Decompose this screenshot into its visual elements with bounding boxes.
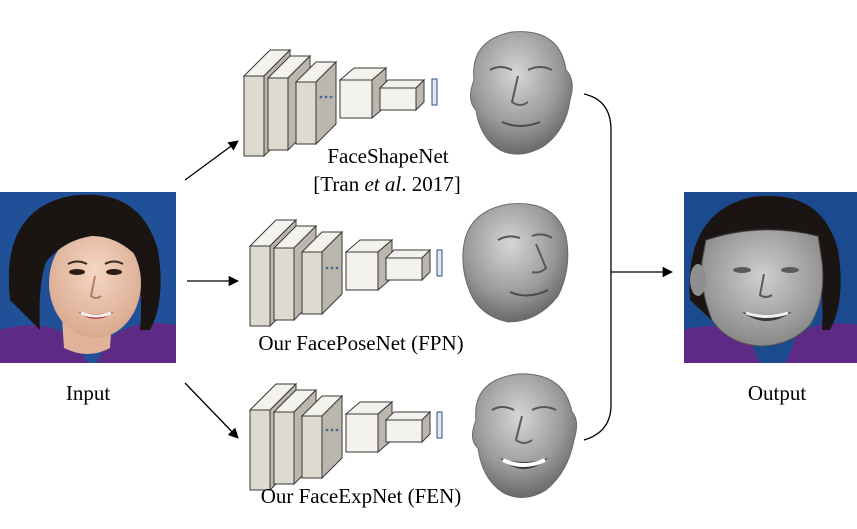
output-face-render [684,192,857,363]
cnn-ellipsis-dots [325,428,339,432]
cnn-ellipsis-dots [325,266,339,270]
cnn-conv-block [384,248,432,282]
neutral-3d-face-mesh [470,31,573,155]
arrow-input-to-shape [184,140,239,181]
arrow-input-to-expression [184,382,239,439]
face-shape-net-citation: [Tran et al. 2017] [292,172,482,196]
cnn-conv-block [344,238,394,292]
cnn-conv-block [344,400,394,454]
cnn-conv-layer [300,230,344,316]
cnn-conv-block [378,78,426,112]
cnn-fc-layer [431,78,438,106]
input-label: Input [65,381,111,405]
cnn-fc-layer [436,411,443,439]
face-exp-net-label: Our FaceExpNet (FEN) [260,484,462,508]
cnn-conv-layer [300,394,344,480]
face-pose-net-label: Our FacePoseNet (FPN) [258,331,464,355]
citation-prefix: [Tran [313,172,365,196]
smiling-3d-face-mesh [472,373,578,498]
cnn-fc-layer [436,249,443,277]
cnn-conv-block [338,66,388,120]
face-shape-net-label: FaceShapeNet [327,144,449,168]
cnn-conv-block [384,410,432,444]
merge-bracket [583,93,612,441]
posed-3d-face-mesh [462,203,569,323]
output-label: Output [747,381,807,405]
input-face-photo [0,192,176,363]
cnn-conv-layer [294,60,338,146]
cnn-ellipsis-dots [319,95,333,99]
face-shape-net-cnn [242,48,438,158]
face-pose-net-cnn [248,218,443,328]
face-exp-net-cnn [248,382,443,492]
citation-et-al: et al [364,172,402,196]
citation-suffix: . 2017] [401,172,461,196]
